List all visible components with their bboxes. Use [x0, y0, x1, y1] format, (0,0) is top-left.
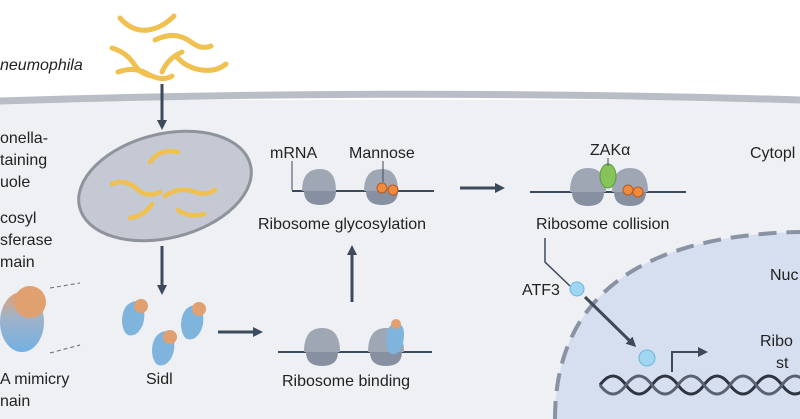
atf3-protein-nuclear — [638, 349, 656, 367]
mrna-label: mRNA — [270, 145, 317, 162]
mannose-residue — [376, 182, 388, 194]
zak-label: ZAKα — [590, 142, 630, 159]
transcription-start-arrow — [671, 347, 708, 372]
atf3-label: ATF3 — [522, 282, 560, 299]
sidi-protein — [152, 330, 177, 366]
sidi-bound-ribosome — [368, 319, 404, 366]
legionella-containing-vacuole — [77, 129, 253, 243]
glyco-domain-label-line1: cosyl — [0, 210, 36, 227]
collided-ribosome — [570, 168, 606, 206]
cell-membrane — [0, 90, 800, 105]
sidi-label: Sidl — [146, 371, 173, 388]
vacuole-label-line1: onella- — [0, 130, 48, 147]
ribosome-stress-label-line1: Ribo — [760, 333, 793, 350]
ribosome — [304, 328, 340, 366]
mannose-label: Mannose — [349, 145, 415, 162]
zak-alpha — [599, 163, 617, 189]
nucleus — [555, 232, 800, 419]
nuclear-envelope — [553, 230, 800, 419]
sidi-protein — [122, 299, 148, 336]
binding-label: Ribosome binding — [282, 373, 410, 390]
ribosome — [302, 169, 336, 205]
mannose-residue — [632, 186, 644, 198]
extracellular-space — [0, 0, 800, 100]
glyco-domain-label-line3: main — [0, 254, 35, 271]
cytoplasm-label: Cytopl — [750, 145, 795, 162]
vacuole-label-line3: uole — [0, 174, 30, 191]
mannose-residue — [622, 184, 634, 196]
glycosylation-label: Ribosome glycosylation — [258, 216, 426, 233]
collision-label: Ribosome collision — [536, 216, 669, 233]
vacuole-label-line2: taining — [0, 152, 47, 169]
ribosome-stress-label-line2: st — [776, 355, 789, 372]
mimicry-domain-label-line1: A mimicry — [0, 371, 69, 388]
atf3-protein — [569, 281, 585, 297]
nucleus-label: Nuc — [770, 267, 798, 284]
vacuole-bacteria — [109, 148, 218, 221]
signal-bracket — [544, 238, 571, 287]
zoom-connector — [49, 282, 81, 354]
glyco-domain-label-line2: sferase — [0, 232, 53, 249]
bacterium-label: neumophila — [0, 57, 83, 74]
dna-helix — [598, 374, 800, 396]
sidi-protein — [181, 302, 206, 340]
legionella-bacteria — [109, 13, 229, 82]
sidi-protein-large — [0, 286, 46, 352]
mannose-residue — [387, 184, 399, 196]
arrow-atf3-to-nucleus — [583, 295, 637, 348]
mimicry-domain-label-line2: nain — [0, 393, 30, 410]
